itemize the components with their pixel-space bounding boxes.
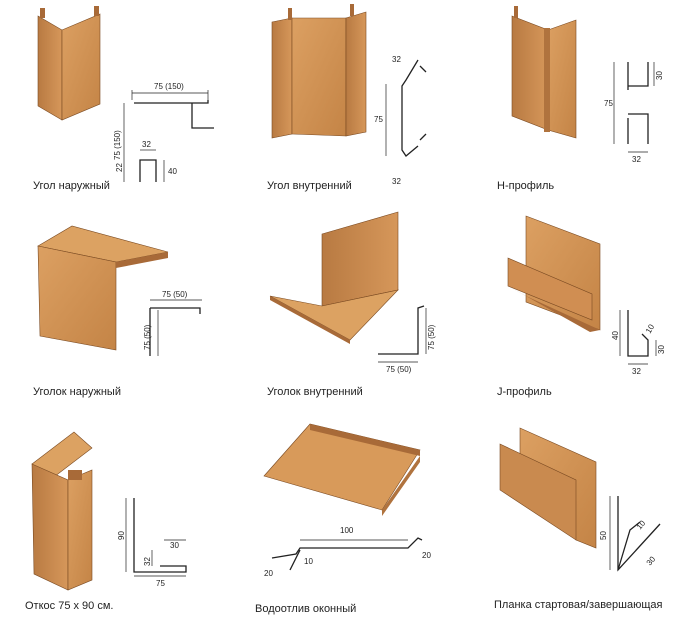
dim-left: 20 (264, 569, 273, 578)
dim-bottom: 32 (632, 367, 641, 376)
inner-corner-illustration (271, 4, 367, 139)
caption-inner-angle: Уголок внутренний (267, 386, 363, 398)
dim-top: 32 (392, 55, 401, 64)
window-sill-drawing: 100 20 20 10 (264, 526, 431, 578)
caption-window-sill: Водоотлив оконный (255, 603, 357, 615)
dim-top: 75 (150) (154, 82, 184, 91)
dim-right-h: 40 (168, 167, 177, 176)
outer-angle-drawing: 75 (50) 75 (50) (143, 290, 202, 356)
caption-h-profile: Н-профиль (497, 180, 555, 192)
inner-angle-drawing: 75 (50) 75 (50) (378, 305, 436, 374)
outer-angle-illustration (37, 225, 169, 351)
h-profile-illustration (511, 6, 577, 139)
j-profile-illustration (507, 215, 601, 332)
dim-top: 30 (170, 541, 179, 550)
dim-top: 100 (340, 526, 354, 535)
outer-corner-illustration (37, 6, 101, 121)
dim-side: 75 (50) (143, 324, 152, 350)
h-profile-drawing: 75 30 32 (604, 62, 664, 164)
dim-side: 75 (50) (427, 324, 436, 350)
outer-corner-drawing: 75 (150) 75 (150) 32 22 40 (113, 82, 214, 182)
dim-right: 20 (422, 551, 431, 560)
window-sill-illustration (263, 423, 421, 516)
dim-right: 30 (657, 345, 666, 354)
inner-angle-illustration (269, 211, 399, 344)
caption-j-profile: J-профиль (497, 386, 552, 398)
dim-bottom: 32 (392, 177, 401, 186)
dim-bottom: 75 (50) (386, 365, 412, 374)
dim-bottom: 32 (632, 155, 641, 164)
dim-inner-w: 32 (142, 140, 151, 149)
dim-side: 75 (150) (113, 130, 122, 160)
dim-slant: 10 (644, 322, 657, 335)
slope-illustration (31, 431, 93, 591)
dim-height: 90 (117, 531, 126, 540)
dim-height: 50 (599, 531, 608, 540)
caption-slope: Откос 75 х 90 см. (25, 600, 114, 612)
caption-starter-strip: Планка стартовая/завершающая (494, 599, 663, 611)
inner-corner-drawing: 75 32 32 (374, 55, 427, 186)
caption-outer-corner: Угол наружный (33, 180, 110, 192)
dim-mid: 10 (304, 557, 313, 566)
caption-outer-angle: Уголок наружный (33, 386, 121, 398)
dim-height: 75 (604, 99, 613, 108)
dim-step: 32 (143, 557, 152, 566)
dim-height: 75 (374, 115, 383, 124)
caption-inner-corner: Угол внутренний (267, 180, 352, 192)
dim-top: 75 (50) (162, 290, 188, 299)
starter-strip-drawing: 50 10 30 (599, 496, 661, 572)
dim-bottom: 75 (156, 579, 165, 588)
dim-slant: 10 (635, 518, 648, 531)
slope-drawing: 90 30 32 75 (117, 498, 187, 588)
j-profile-drawing: 40 10 30 32 (611, 310, 666, 376)
dim-long: 30 (645, 554, 658, 567)
dim-left-h: 22 (115, 163, 124, 172)
starter-strip-illustration (499, 427, 597, 549)
dim-height: 40 (611, 331, 620, 340)
dim-top: 30 (655, 71, 664, 80)
